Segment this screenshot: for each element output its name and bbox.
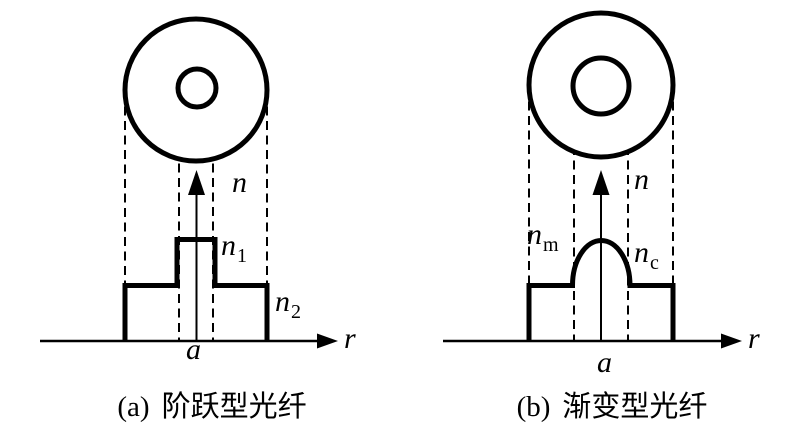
left-core-index-base: n	[221, 229, 236, 262]
right-cladding-index-label: nc	[634, 236, 659, 274]
left-caption-text: 阶跃型光纤	[161, 391, 307, 423]
left-r-axis-arrow	[317, 333, 338, 349]
right-r-axis-label: r	[748, 322, 760, 355]
right-cladding-index-subscript: c	[650, 252, 659, 274]
left-core-circle	[175, 66, 219, 110]
left-n-axis-arrow	[188, 170, 205, 195]
right-cladding-index-base: n	[634, 236, 649, 269]
right-caption-index: (b)	[516, 391, 551, 423]
right-n-axis-arrow	[592, 170, 610, 195]
right-caption-text: 渐变型光纤	[562, 391, 708, 423]
right-core-radius-label: a	[597, 346, 612, 379]
left-core-radius-label: a	[186, 333, 201, 366]
right-n-axis-label: n	[634, 163, 649, 196]
right-core-circle	[570, 55, 632, 117]
left-r-axis-label: r	[344, 322, 356, 355]
left-caption: (a) 阶跃型光纤	[52, 391, 372, 424]
left-cladding-index-base: n	[275, 285, 290, 318]
right-max-index-label: nm	[527, 218, 559, 256]
right-caption: (b) 渐变型光纤	[452, 391, 772, 424]
left-figure	[40, 16, 338, 349]
left-cladding-index-label: n2	[275, 285, 301, 323]
right-figure	[443, 10, 742, 349]
right-projection-guides	[528, 87, 674, 340]
left-n-axis-label: n	[232, 166, 247, 199]
left-core-index-label: n1	[221, 229, 247, 267]
left-projection-guides	[124, 91, 268, 340]
left-cladding-index-subscript: 2	[291, 301, 301, 323]
right-index-profile	[526, 238, 676, 341]
right-max-index-base: n	[527, 218, 542, 251]
left-index-profile	[122, 237, 270, 341]
left-caption-index: (a)	[117, 391, 150, 423]
left-core-index-subscript: 1	[237, 245, 247, 267]
right-max-index-subscript: m	[543, 234, 559, 256]
right-r-axis-arrow	[721, 333, 742, 349]
